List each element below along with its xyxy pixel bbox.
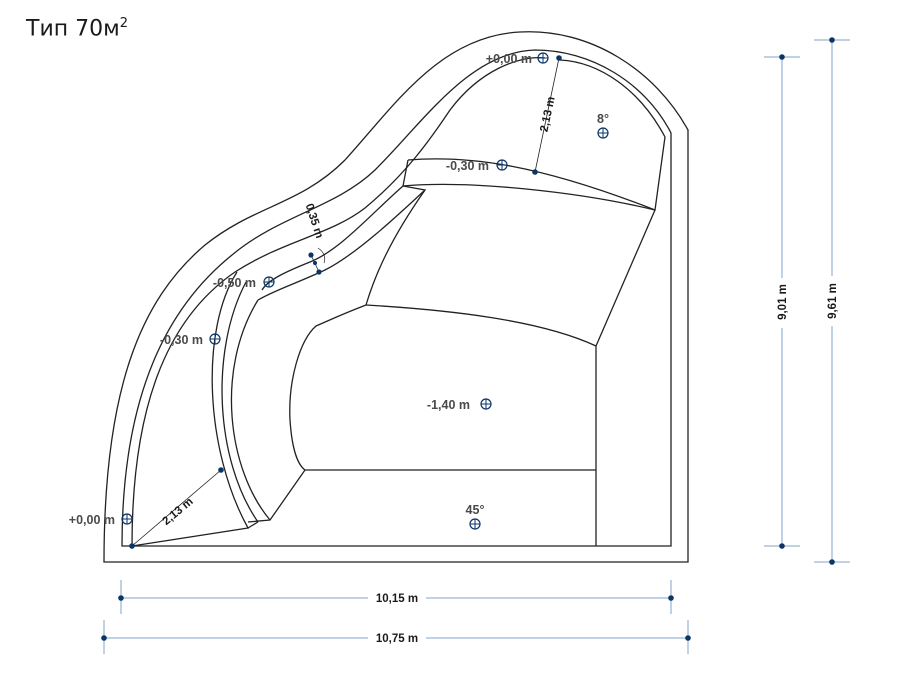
left-step-corner: [247, 521, 259, 529]
marker-middle-step: [263, 276, 275, 288]
slope-wall-right: [595, 209, 656, 347]
top-step-dim-start: [556, 55, 562, 61]
wall-inner-edge: [131, 56, 546, 547]
label-outer-width: 10,75 m: [376, 633, 418, 645]
label-wall-thickness: 0,35 m: [303, 202, 325, 240]
wall-dim-end-b: [316, 269, 322, 275]
label-slope-lower: 45°: [466, 503, 485, 517]
pool-outer-outline: [103, 31, 689, 563]
label-top-rim: +0,00 m: [486, 52, 532, 66]
page-title: Тип 70м2: [26, 16, 128, 41]
outer-width-label-bg: [368, 630, 426, 646]
left-step-dim-start: [129, 543, 135, 549]
label-inner-width: 10,15 m: [376, 593, 418, 605]
label-slope-upper: 8°: [597, 112, 609, 126]
top-step-dim-line: [534, 57, 560, 173]
wall-dim-end-a: [308, 252, 314, 258]
pool-inner-outline: [121, 49, 672, 547]
label-top-step-width: 2,13 m: [538, 96, 557, 134]
marker-deep: [480, 398, 492, 410]
marker-top-rim: [537, 52, 549, 64]
label-outer-height: 9,61 m: [827, 283, 839, 319]
label-left-step: -0,30 m: [160, 333, 203, 347]
title-text: Тип 70м: [26, 16, 120, 42]
marker-left-rim: [121, 513, 133, 525]
outer-height-dot-bottom: [829, 559, 835, 565]
deep-area-outline: [365, 304, 597, 546]
left-step-dim-end: [218, 467, 224, 473]
outer-width-dot-right: [685, 635, 691, 641]
top-step-dim-end: [532, 169, 538, 175]
label-left-rim: +0,00 m: [69, 513, 115, 527]
inner-width-dot-right: [668, 595, 674, 601]
label-inner-height: 9,01 m: [777, 284, 789, 320]
upper-step-outline: [407, 59, 666, 211]
title-superscript: 2: [119, 16, 128, 31]
left-step-mid: [221, 281, 259, 523]
label-upper-step: -0,30 m: [446, 159, 489, 173]
inner-height-label-bg: [774, 278, 790, 328]
middle-step-inner-curve: [257, 189, 426, 301]
inner-width-dot-left: [118, 595, 124, 601]
marker-upper-step: [496, 159, 508, 171]
deep-area-back: [289, 304, 596, 471]
marker-slope-upper: [597, 127, 609, 139]
label-left-step-width: 2,13 m: [160, 496, 195, 528]
inner-height-dot-bottom: [779, 543, 785, 549]
inner-width-label-bg: [368, 590, 426, 606]
outer-height-label-bg: [824, 276, 840, 326]
middle-step-outline: [365, 185, 427, 306]
upper-step-front: [402, 159, 656, 211]
marker-left-step: [209, 333, 221, 345]
wall-dim-arc: [317, 247, 326, 264]
left-step-dim-line: [131, 469, 222, 547]
label-deep: -1,40 m: [427, 398, 470, 412]
inner-height-dot-top: [779, 54, 785, 60]
lower-slope-edge: [247, 469, 306, 523]
marker-slope-lower: [469, 518, 481, 530]
label-middle-step: -0,50 m: [213, 276, 256, 290]
wall-dim-mid: [313, 261, 317, 265]
left-step-outline: [131, 271, 250, 547]
outer-width-dot-left: [101, 635, 107, 641]
left-step-inner: [230, 299, 271, 521]
outer-height-dot-top: [829, 37, 835, 43]
